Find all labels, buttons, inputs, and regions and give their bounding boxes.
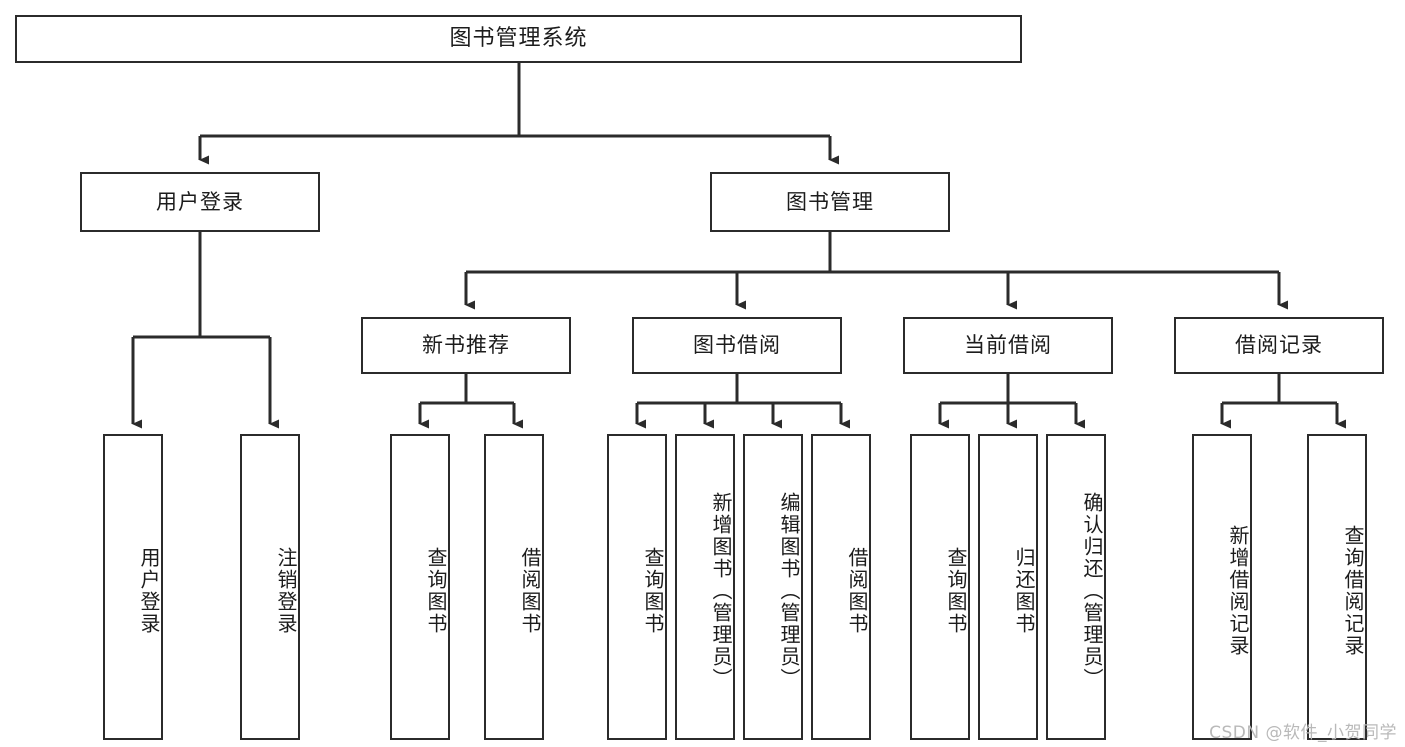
node-root-book-management-system[interactable]: 图书管理系统 (15, 15, 1022, 63)
node-book-management[interactable]: 图书管理 (710, 172, 950, 232)
node-label: 当前借阅 (964, 333, 1052, 358)
node-book-borrowing[interactable]: 图书借阅 (632, 317, 842, 374)
leaf-borrow-books-recommend[interactable]: 借阅图书 (484, 434, 544, 740)
leaf-edit-book-admin[interactable]: 编辑图书（管理员） (743, 434, 803, 740)
leaf-query-books-current[interactable]: 查询图书 (910, 434, 970, 740)
leaf-borrow-books[interactable]: 借阅图书 (811, 434, 871, 740)
node-label: 借阅图书 (845, 547, 869, 635)
node-label: 用户登录 (137, 547, 161, 635)
node-label: 新书推荐 (422, 333, 510, 358)
node-label: 编辑图书（管理员） (777, 492, 801, 690)
node-label: 新增图书（管理员） (709, 492, 733, 690)
watermark-text: CSDN @软件_小贺同学 (1209, 723, 1397, 743)
node-new-book-recommendation[interactable]: 新书推荐 (361, 317, 571, 374)
node-label: 借阅记录 (1235, 333, 1323, 358)
node-label: 查询图书 (944, 547, 968, 635)
leaf-logout[interactable]: 注销登录 (240, 434, 300, 740)
leaf-query-books-recommend[interactable]: 查询图书 (390, 434, 450, 740)
node-label: 借阅图书 (518, 547, 542, 635)
node-label: 图书借阅 (693, 333, 781, 358)
node-label: 注销登录 (274, 547, 298, 635)
leaf-confirm-return-admin[interactable]: 确认归还（管理员） (1046, 434, 1106, 740)
node-label: 图书管理 (786, 189, 874, 214)
node-label: 图书管理系统 (449, 26, 588, 52)
node-label: 归还图书 (1012, 547, 1036, 635)
node-label: 新增借阅记录 (1226, 525, 1250, 657)
node-label: 查询借阅记录 (1341, 525, 1365, 657)
node-label: 查询图书 (424, 547, 448, 635)
node-user-login[interactable]: 用户登录 (80, 172, 320, 232)
leaf-return-books[interactable]: 归还图书 (978, 434, 1038, 740)
leaf-query-books-borrow[interactable]: 查询图书 (607, 434, 667, 740)
leaf-query-borrow-record[interactable]: 查询借阅记录 (1307, 434, 1367, 740)
leaf-add-book-admin[interactable]: 新增图书（管理员） (675, 434, 735, 740)
node-current-borrowing[interactable]: 当前借阅 (903, 317, 1113, 374)
node-label: 用户登录 (156, 189, 244, 214)
node-label: 确认归还（管理员） (1080, 492, 1104, 690)
node-label: 查询图书 (641, 547, 665, 635)
leaf-add-borrow-record[interactable]: 新增借阅记录 (1192, 434, 1252, 740)
leaf-user-login[interactable]: 用户登录 (103, 434, 163, 740)
node-borrowing-records[interactable]: 借阅记录 (1174, 317, 1384, 374)
